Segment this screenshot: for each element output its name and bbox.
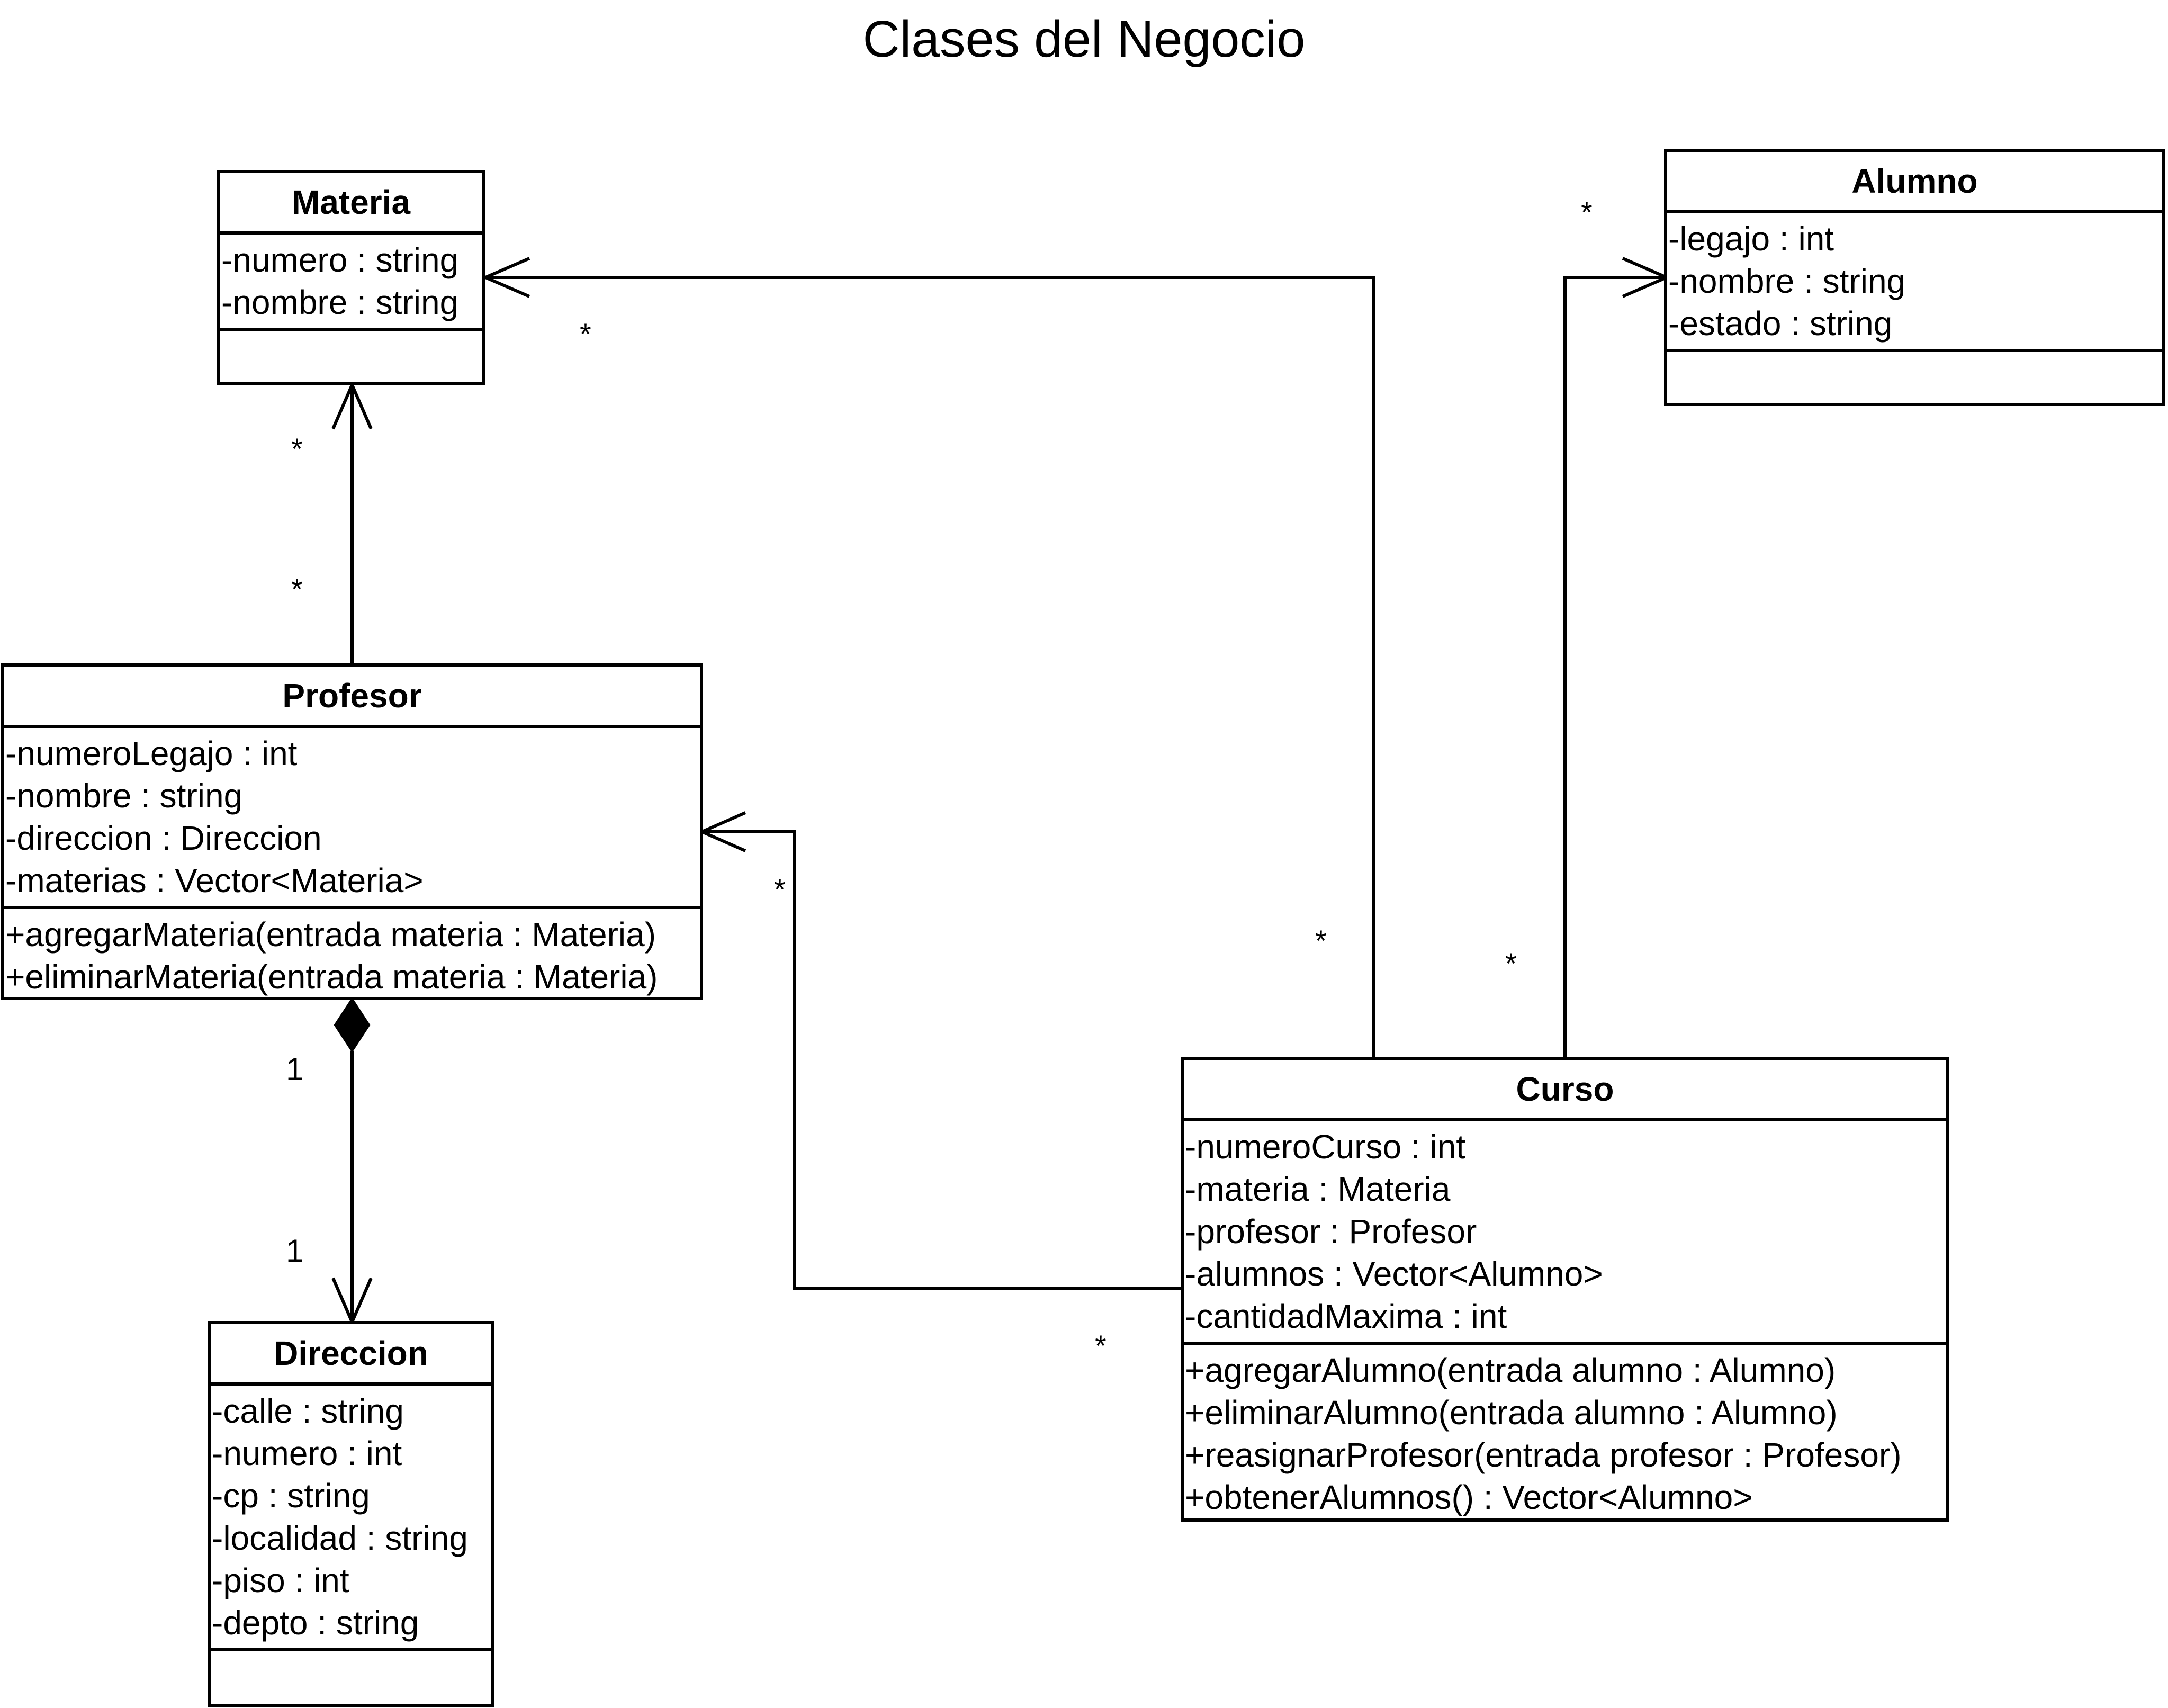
operation: +agregarAlumno(entrada alumno : Alumno) [1185,1351,1836,1389]
operation: +reasignarProfesor(entrada profesor : Pr… [1185,1436,1902,1474]
curso-materia-line [485,276,1375,1057]
attribute: -localidad : string [212,1519,468,1557]
multiplicity-label: * [1505,947,1517,980]
attribute: -nombre : string [5,777,243,815]
operation: +obtenerAlumnos() : Vector<Alumno> [1185,1478,1753,1516]
curso-materia-arrowhead [481,257,530,298]
class-curso-name: Curso [1184,1060,1946,1121]
multiplicity-label: * [291,572,303,606]
multiplicity-label: 1 [286,1233,304,1269]
class-alumno-operations [1667,352,2162,403]
attribute: -numero : int [212,1434,402,1472]
attribute: -nombre : string [221,283,459,321]
diagram-title: Clases del Negocio [862,10,1306,68]
attribute: -numeroLegajo : int [5,734,298,772]
class-materia-name: Materia [220,173,482,235]
profesor-materia-arrowhead [331,381,373,430]
attribute: -estado : string [1668,304,1893,343]
class-profesor-attributes: -numeroLegajo : int -nombre : string -di… [4,728,700,909]
class-direccion-operations [211,1651,491,1704]
attribute: -cp : string [212,1477,370,1515]
multiplicity-label: * [1095,1329,1107,1362]
operation: +agregarMateria(entrada materia : Materi… [5,915,656,954]
class-curso[interactable]: Curso -numeroCurso : int -materia : Mate… [1181,1057,1949,1522]
class-curso-operations: +agregarAlumno(entrada alumno : Alumno) … [1184,1345,1946,1523]
attribute: -materias : Vector<Materia> [5,861,424,900]
multiplicity-label: * [291,432,303,465]
class-materia-attributes: -numero : string -nombre : string [220,235,482,331]
attribute: -piso : int [212,1561,349,1599]
multiplicity-label: * [1581,195,1593,229]
multiplicity-label: * [774,873,786,906]
class-profesor[interactable]: Profesor -numeroLegajo : int -nombre : s… [1,663,703,1000]
curso-alumno-line [1563,276,1667,1057]
attribute: -calle : string [212,1392,404,1430]
multiplicity-label: 1 [286,1051,304,1087]
attribute: -cantidadMaxima : int [1185,1297,1507,1335]
class-profesor-name: Profesor [4,667,700,728]
class-alumno-attributes: -legajo : int -nombre : string -estado :… [1667,213,2162,352]
attribute: -nombre : string [1668,262,1906,300]
operation: +eliminarAlumno(entrada alumno : Alumno) [1185,1394,1838,1432]
class-curso-attributes: -numeroCurso : int -materia : Materia -p… [1184,1121,1946,1345]
attribute: -legajo : int [1668,220,1834,258]
curso-profesor-line [702,830,1182,1290]
attribute: -depto : string [212,1604,419,1642]
class-direccion-attributes: -calle : string -numero : int -cp : stri… [211,1386,491,1651]
attribute: -direccion : Direccion [5,819,322,857]
class-profesor-operations: +agregarMateria(entrada materia : Materi… [4,909,700,1002]
attribute: -alumnos : Vector<Alumno> [1185,1255,1603,1293]
class-materia[interactable]: Materia -numero : string -nombre : strin… [217,170,485,385]
composition-diamond [334,997,371,1053]
class-direccion[interactable]: Direccion -calle : string -numero : int … [208,1321,494,1707]
attribute: -materia : Materia [1185,1170,1451,1208]
multiplicity-label: * [1315,924,1327,957]
class-alumno-name: Alumno [1667,152,2162,213]
operation: +eliminarMateria(entrada materia : Mater… [5,958,658,996]
multiplicity-label: * [580,317,591,350]
class-direccion-name: Direccion [211,1324,491,1386]
class-materia-operations [220,331,482,382]
attribute: -profesor : Profesor [1185,1212,1477,1251]
attribute: -numeroCurso : int [1185,1128,1465,1166]
class-alumno[interactable]: Alumno -legajo : int -nombre : string -e… [1664,149,2165,406]
attribute: -numero : string [221,241,459,279]
